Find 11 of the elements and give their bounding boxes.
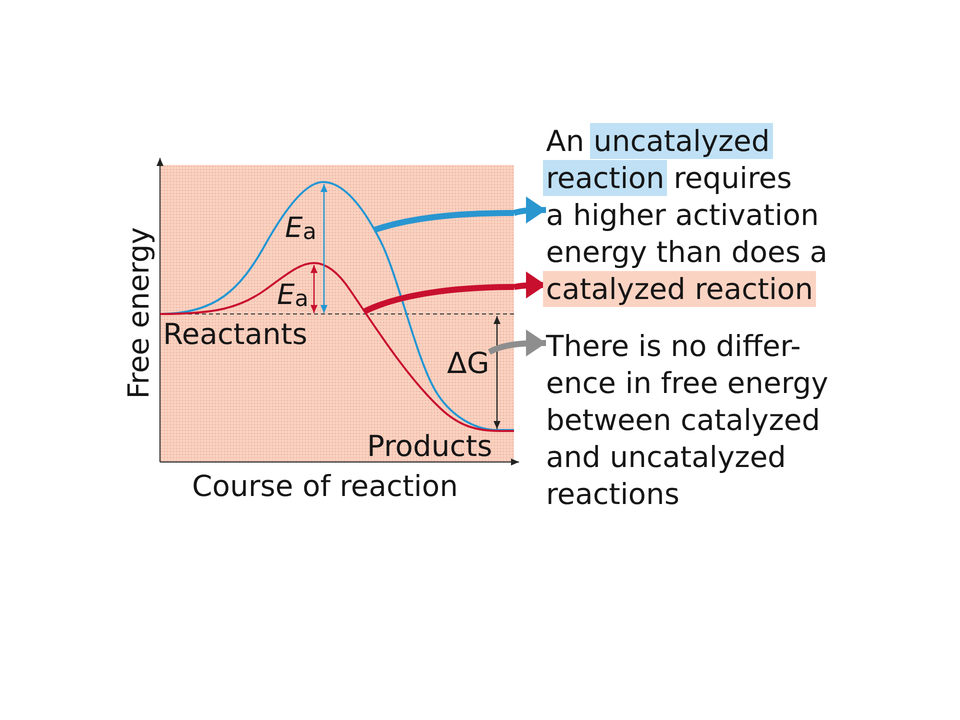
state-label: Products: [367, 432, 492, 461]
description-text: There is no differ- ence in free energy between catalyzed and uncatalyzed reactions: [543, 328, 832, 513]
axis-label: Free energy: [124, 227, 154, 399]
axis-label: Course of reaction: [192, 472, 458, 501]
description-text: An uncatalyzed reaction requires a higher activation energy than does a catalyzed reaction: [543, 123, 830, 308]
delta-g-label: ΔG: [447, 349, 490, 378]
arrow: [513, 196, 546, 224]
state-label: Reactants: [163, 320, 308, 349]
activation-energy-label: E$_{a}$: [277, 281, 308, 309]
activation-energy-label: E$_{a}$: [285, 214, 316, 242]
arrow: [488, 330, 546, 357]
